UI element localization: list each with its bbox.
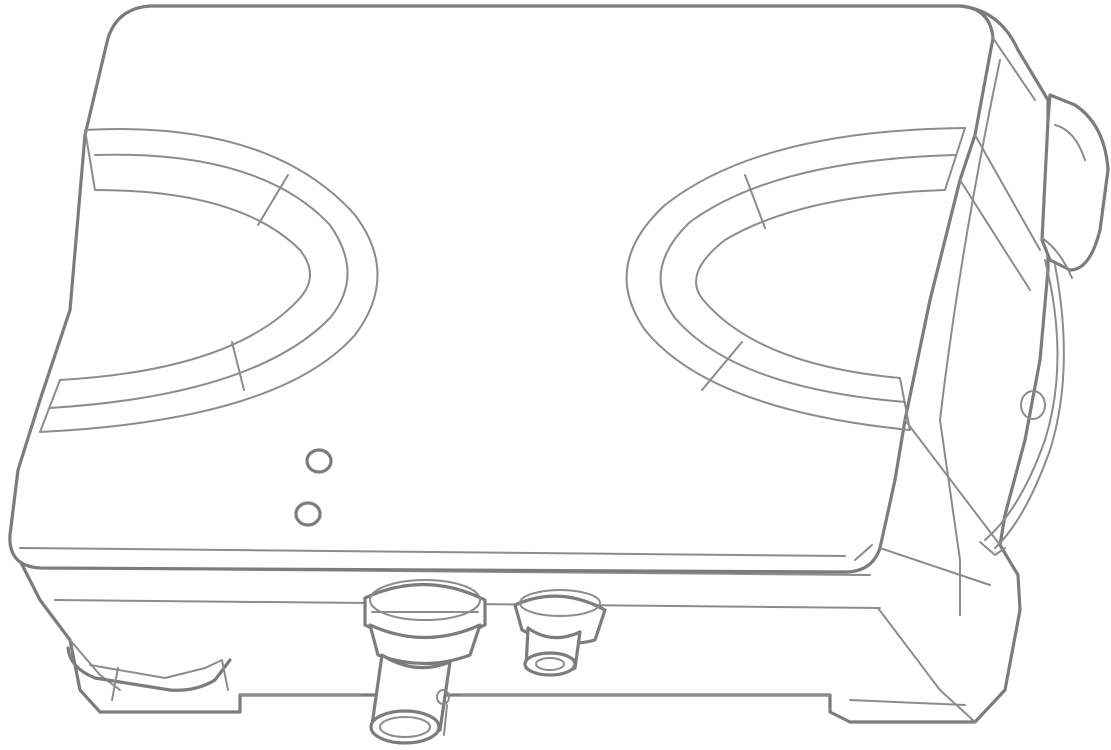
indicator-hole-upper [305, 448, 333, 474]
large-connector [363, 579, 487, 745]
mounting-tab [1040, 93, 1110, 279]
small-connector [513, 589, 607, 677]
cable-clip [66, 646, 232, 701]
left-handle-recess [39, 128, 379, 433]
side-wall [879, 4, 1050, 616]
side-cable [979, 259, 1065, 556]
right-handle-recess [625, 127, 966, 431]
main-lid [8, 4, 995, 574]
indicator-holes [294, 448, 333, 527]
indicator-hole-lower [294, 501, 322, 527]
